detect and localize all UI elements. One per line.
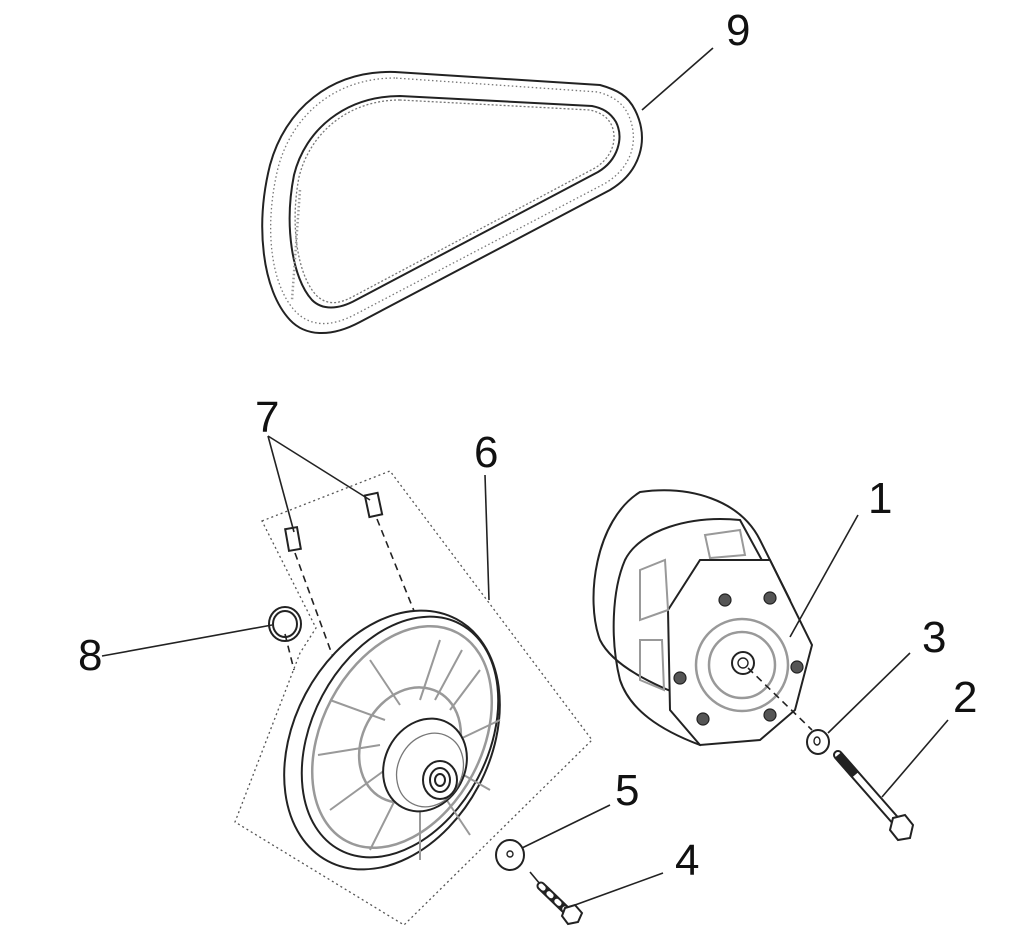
slider-part-left[interactable] [284, 525, 302, 553]
leader-lines [101, 47, 949, 906]
callout-6: 6 [474, 428, 498, 477]
callout-9: 9 [726, 6, 750, 55]
assembly-dash-line [284, 633, 295, 671]
callout-4: 4 [675, 836, 699, 885]
washer-5[interactable] [495, 839, 525, 871]
callout-8: 8 [78, 631, 102, 680]
washer-3[interactable] [806, 729, 830, 755]
callout-2: 2 [953, 673, 977, 722]
callout-7: 7 [255, 393, 279, 442]
driven-clutch[interactable] [241, 573, 543, 907]
bolt-4[interactable] [529, 871, 584, 926]
callout-5: 5 [615, 766, 639, 815]
callout-3: 3 [922, 613, 946, 662]
callout-1: 1 [868, 474, 892, 523]
assembly-boundary-6 [234, 470, 593, 926]
drive-belt[interactable] [261, 70, 643, 334]
slider-part-right[interactable] [363, 491, 384, 519]
drive-clutch[interactable] [592, 489, 814, 747]
assembly-dash-line [747, 667, 813, 731]
bolt-2[interactable] [833, 750, 915, 842]
